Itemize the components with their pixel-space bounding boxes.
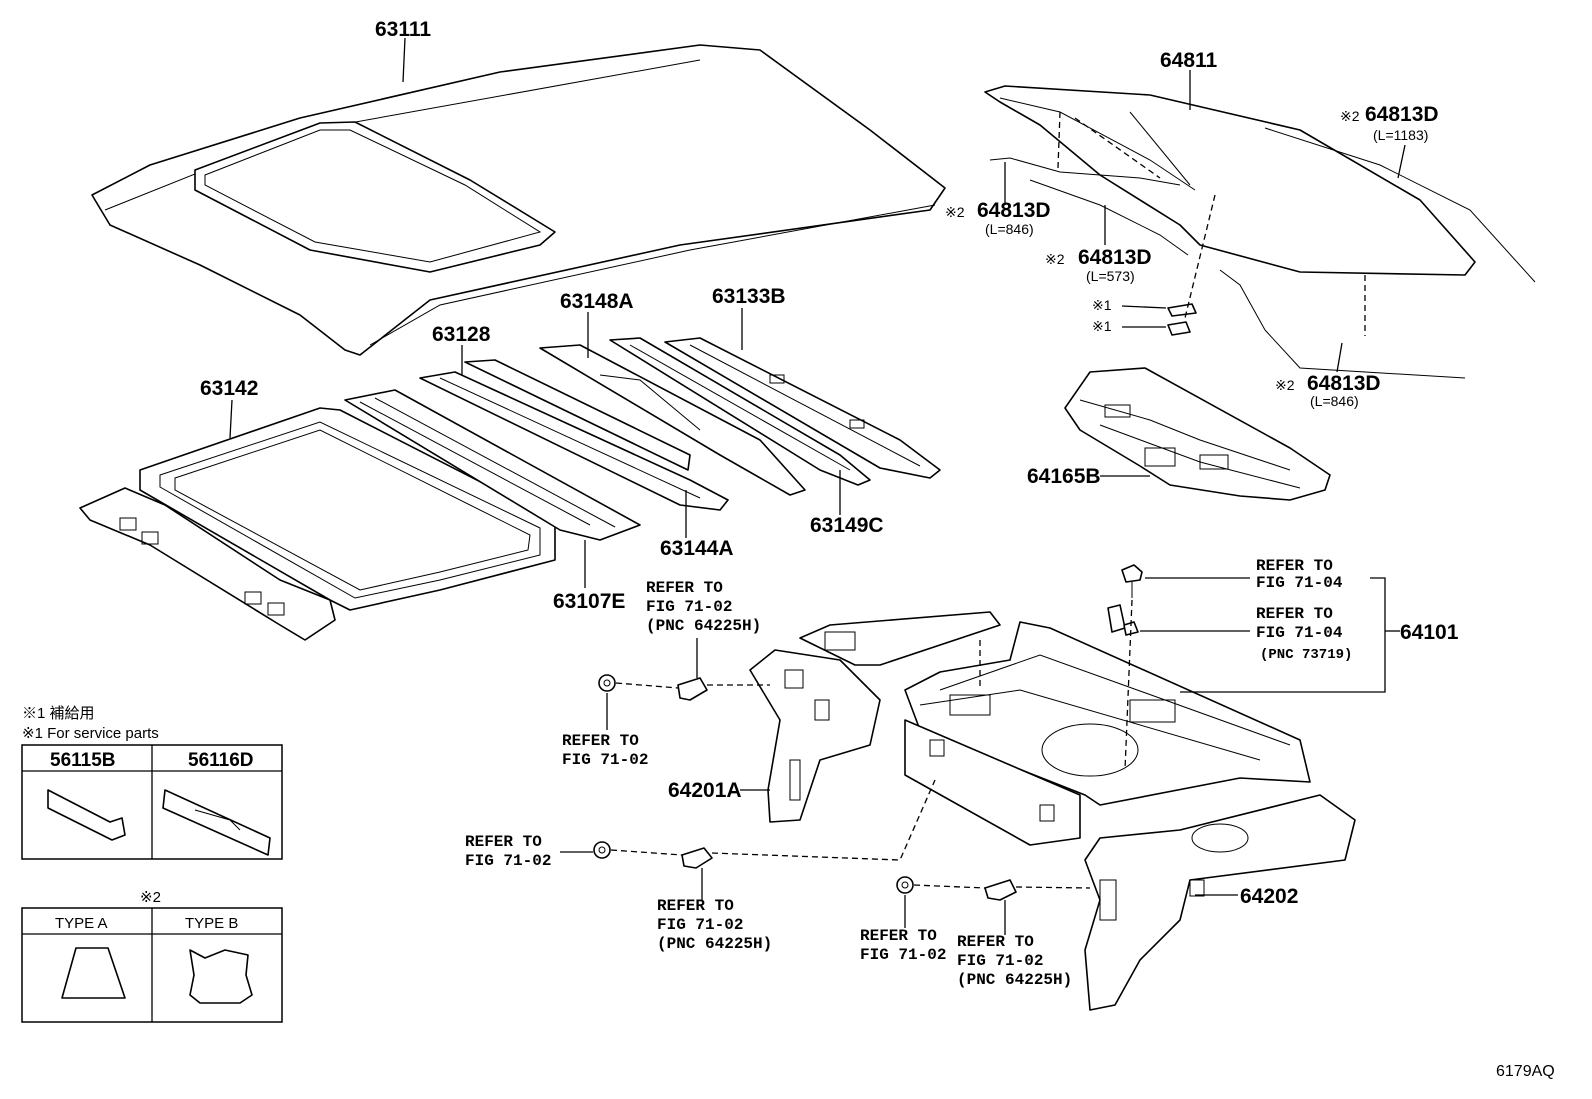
label-63128: 63128 (432, 323, 491, 346)
nut-upper-left (598, 674, 616, 692)
ref7-line2: FIG 71-02 (860, 946, 946, 964)
spacer-56116d-drawing (162, 789, 271, 856)
ref2-line3: (PNC 73719) (1260, 647, 1352, 663)
roof-bow-63148a (539, 344, 806, 496)
spacer-service-part-2 (1167, 321, 1191, 336)
length-64813d-a: (L=1183) (1373, 127, 1428, 143)
ref8-line1: REFER TO (957, 933, 1034, 951)
legend-col-56115b: 56115B (50, 750, 116, 771)
label-63133b: 63133B (712, 285, 786, 308)
ref1-line2: FIG 71-04 (1256, 574, 1343, 592)
label-64202: 64202 (1240, 885, 1298, 908)
ref2-line2: FIG 71-04 (1256, 624, 1343, 642)
back-window-glass-64811 (984, 85, 1476, 276)
label-64811: 64811 (1160, 49, 1218, 72)
ref6-line3: (PNC 64225H) (657, 935, 772, 953)
length-64813d-d: (L=846) (1310, 393, 1359, 409)
spacer-56115b-drawing (47, 789, 126, 841)
label-64165b: 64165B (1027, 465, 1101, 488)
roof-bow-63128 (344, 389, 641, 541)
label-64813d-a: 64813D (1365, 103, 1439, 126)
ref8-line3: (PNC 64225H) (957, 971, 1072, 989)
back-panel-assembly-64101 (904, 621, 1311, 806)
length-64813d-b: (L=846) (985, 221, 1034, 237)
legend-note1-jp: ※1 補給用 (22, 705, 95, 722)
nut-lower (896, 876, 914, 894)
label-63149c: 63149C (810, 514, 884, 537)
roof-bow-63149c (609, 337, 871, 486)
note1-mark-a: ※1 (1092, 297, 1112, 313)
label-63111: 63111 (375, 18, 431, 41)
label-64813d-b: 64813D (977, 199, 1051, 222)
ref5-line2: FIG 71-02 (465, 852, 551, 870)
roof-reinforcement-frame-63142 (139, 407, 556, 611)
legend-note2: ※2 (140, 889, 161, 906)
ref4-line1: REFER TO (562, 732, 639, 750)
legend-type-b: TYPE B (185, 915, 238, 932)
package-tray-64165b (1064, 367, 1331, 501)
label-64201a: 64201A (668, 779, 742, 802)
note1-mark-b: ※1 (1092, 318, 1112, 334)
clip-pnc-73719 (1107, 604, 1126, 633)
type-b-shape (189, 949, 253, 1004)
legend-type-a: TYPE A (55, 915, 108, 932)
bracket-64225h-middle (681, 847, 713, 869)
ref1-line1: REFER TO (1256, 557, 1333, 575)
label-64813d-d: 64813D (1307, 372, 1381, 395)
length-64813d-c: (L=573) (1086, 268, 1135, 284)
label-63144a: 63144A (660, 537, 734, 560)
bracket-64225h-lower (984, 879, 1017, 901)
bolt-fig-71-04 (1121, 564, 1143, 598)
ref6-line1: REFER TO (657, 897, 734, 915)
ref6-line2: FIG 71-02 (657, 916, 743, 934)
ref5-line1: REFER TO (465, 833, 542, 851)
roof-bow-63133b (664, 337, 941, 479)
ref4-line2: FIG 71-02 (562, 751, 648, 769)
ref3-line2: FIG 71-02 (646, 598, 732, 616)
label-63107e: 63107E (553, 590, 625, 613)
ref8-line2: FIG 71-02 (957, 952, 1043, 970)
roof-bow-63144a-inner (464, 359, 691, 471)
front-roof-header-rail (79, 487, 336, 641)
note2-mark-c: ※2 (1045, 251, 1065, 267)
figure-code: 6179AQ (1496, 1063, 1555, 1080)
nut-middle (593, 841, 611, 859)
type-a-shape (61, 947, 126, 999)
moulding-strip-64813d-l1183 (1264, 127, 1536, 283)
upper-shelf-panel (799, 611, 1001, 666)
quarter-inner-panel-64201a (749, 649, 881, 823)
label-63142: 63142 (200, 377, 258, 400)
ref3-line3: (PNC 64225H) (646, 617, 761, 635)
moulding-strip-64813d-l846-lower (1219, 269, 1466, 379)
bracket-64225h-upper (677, 677, 708, 701)
legend-col-56116d: 56116D (188, 750, 254, 771)
rear-lower-panel (904, 719, 1081, 846)
roof-bow-63144a (419, 371, 729, 511)
ref7-line1: REFER TO (860, 927, 937, 945)
moulding-strip-64813d-l846-upper (989, 157, 1181, 186)
note2-mark-d: ※2 (1275, 377, 1295, 393)
moulding-strip-64813d-l573 (1029, 179, 1189, 256)
legend-note1-en: ※1 For service parts (22, 725, 159, 742)
ref3-line1: REFER TO (646, 579, 723, 597)
label-64101: 64101 (1400, 621, 1459, 644)
ref2-line1: REFER TO (1256, 605, 1333, 623)
spacer-service-part-1 (1167, 303, 1197, 317)
label-64813d-c: 64813D (1078, 246, 1152, 269)
note2-mark-a: ※2 (1340, 108, 1360, 124)
quarter-inner-panel-64202 (1084, 794, 1356, 1011)
label-63148a: 63148A (560, 290, 634, 313)
roof-panel-63111 (91, 44, 946, 356)
note2-mark-b: ※2 (945, 204, 965, 220)
